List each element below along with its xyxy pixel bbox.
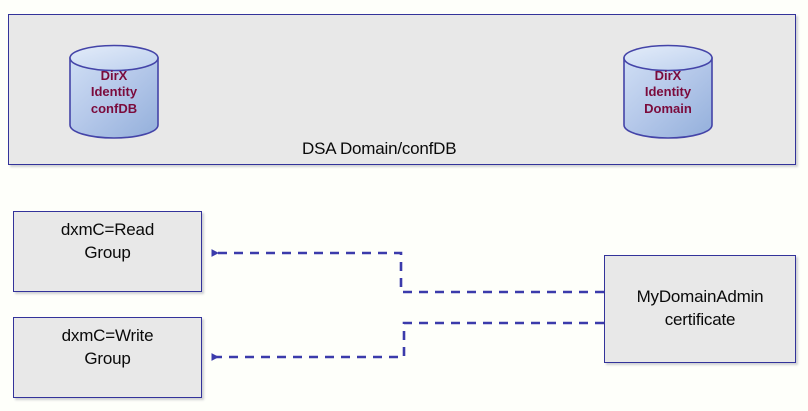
- box-label-line: certificate: [664, 310, 736, 329]
- cylinder-dirx-identity-confdb: DirX Identity confDB: [68, 44, 160, 139]
- box-certificate-label: MyDomainAdmin certificate: [605, 286, 795, 332]
- box-label-line: dxmC=Read: [60, 220, 155, 239]
- connector-cert-to-write-group: [211, 321, 604, 361]
- connector-cert-to-read-group: [211, 249, 604, 294]
- box-read-group-label: dxmC=Read Group: [14, 219, 201, 265]
- cylinder-dirx-identity-domain: DirX Identity Domain: [622, 44, 714, 139]
- box-read-group: dxmC=Read Group: [13, 211, 202, 292]
- box-label-line: dxmC=Write: [61, 326, 154, 345]
- box-write-group: dxmC=Write Group: [13, 317, 202, 398]
- box-mydomainadmin-certificate: MyDomainAdmin certificate: [604, 255, 796, 363]
- panel-caption-dsa-domain: DSA Domain/confDB: [302, 139, 457, 158]
- box-label-line: MyDomainAdmin: [636, 287, 764, 307]
- database-cylinder-icon: [69, 44, 159, 139]
- box-write-group-label: dxmC=Write Group: [14, 325, 201, 371]
- box-label-line: Group: [84, 348, 131, 368]
- box-label-line: Group: [84, 242, 131, 262]
- database-cylinder-icon: [623, 44, 713, 139]
